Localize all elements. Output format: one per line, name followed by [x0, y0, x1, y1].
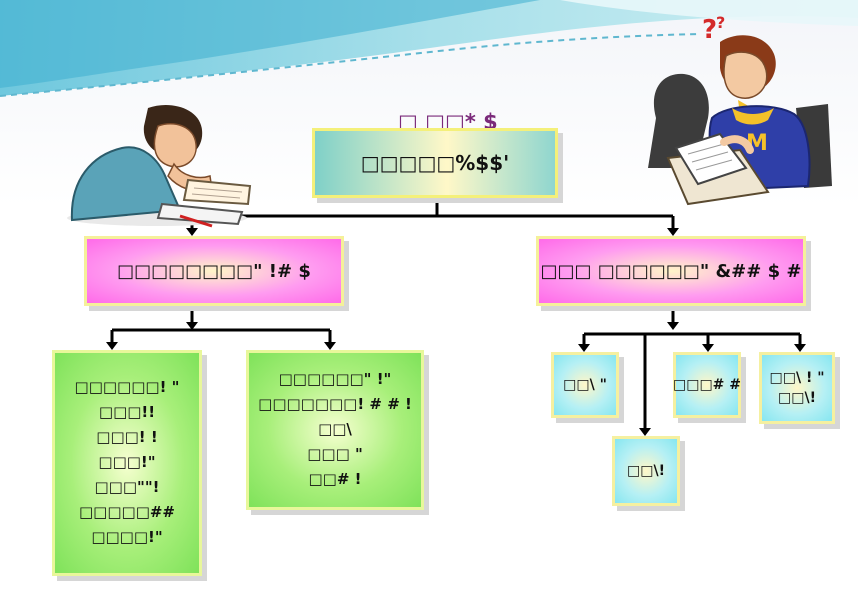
node-line: □□\!: [627, 463, 665, 479]
root-label: □□□□□%$$': [360, 151, 510, 175]
arrowhead: [324, 342, 336, 350]
header-wave-decoration: [0, 0, 858, 97]
right-child-node-3: □□\ ! " □□\!: [759, 352, 835, 424]
node-line: □□□!!: [98, 403, 156, 421]
question-mark-icon: ? ?: [702, 13, 725, 45]
studying-student-illustration: [67, 104, 252, 228]
arrowhead: [186, 322, 198, 330]
level1-node-right: □□□ □□□□□□" &## $ #: [536, 236, 806, 306]
node-line: □□\ ! ": [769, 370, 825, 386]
node-line: □□□□□□! ": [74, 378, 180, 396]
level1-right-label: □□□ □□□□□□" &## $ #: [540, 260, 802, 282]
node-line: □□□# #: [672, 377, 742, 393]
node-line: □□\: [318, 420, 352, 438]
level1-left-label: □□□□□□□□" !# $: [117, 260, 311, 282]
node-line: □□\!: [778, 390, 816, 406]
arrowhead: [639, 428, 651, 436]
node-line: □□# !: [308, 470, 362, 488]
arrowhead: [667, 322, 679, 330]
node-line: □□□""!: [94, 478, 160, 496]
root-node: □□□□□%$$': [312, 128, 558, 198]
node-line: □□□□□##: [79, 503, 175, 521]
confused-student-illustration: ? ? M: [648, 13, 832, 206]
arrowhead: [106, 342, 118, 350]
arrowhead: [667, 228, 679, 236]
svg-text:?: ?: [716, 13, 725, 32]
right-child-node-2: □□□# #: [673, 352, 741, 418]
node-line: □□□□!": [91, 528, 163, 546]
arrowhead: [186, 228, 198, 236]
node-line: □□□!": [98, 453, 156, 471]
node-line: □□□! !: [96, 428, 158, 446]
right-child-node-1: □□\ ": [551, 352, 619, 418]
svg-text:?: ?: [702, 15, 717, 45]
node-line: □□\ ": [563, 377, 607, 393]
level1-node-left: □□□□□□□□" !# $: [84, 236, 344, 306]
arrowhead: [578, 344, 590, 352]
right-child-node-4: □□\!: [612, 436, 680, 506]
node-line: □□□□□□" !": [278, 370, 392, 388]
node-line: □□□ ": [307, 445, 363, 463]
arrowhead: [702, 344, 714, 352]
left-child-node-1: □□□□□□! " □□□!! □□□! ! □□□!" □□□""! □□□□…: [52, 350, 202, 576]
node-line: □□□□□□□! # # !: [258, 395, 412, 413]
left-child-node-2: □□□□□□" !" □□□□□□□! # # ! □□\ □□□ " □□# …: [246, 350, 424, 510]
arrowhead: [794, 344, 806, 352]
